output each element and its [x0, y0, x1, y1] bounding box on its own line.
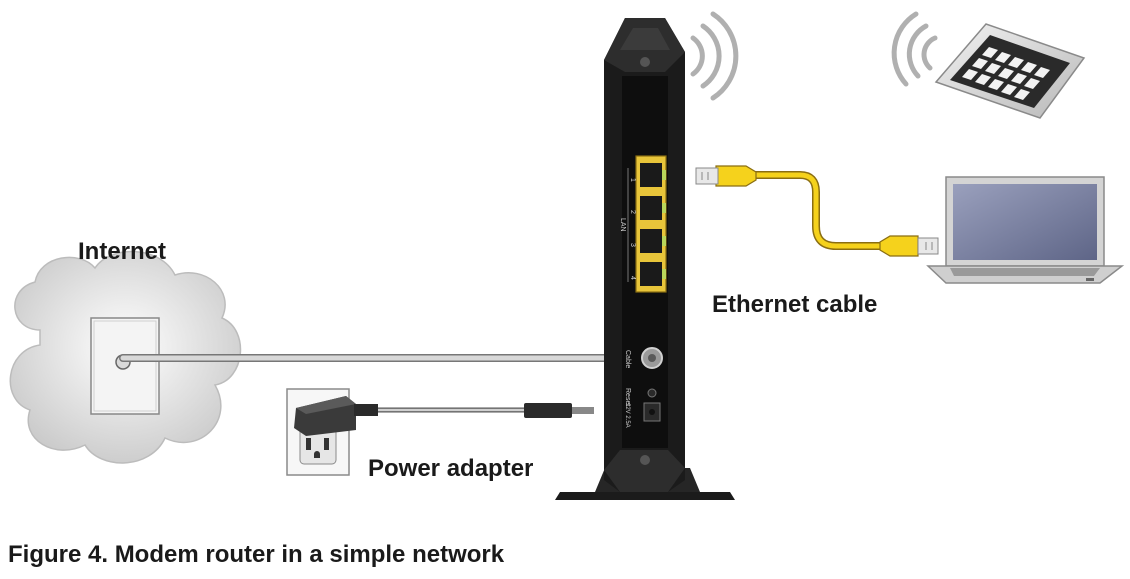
power-port-label: 12V 2.5A	[624, 403, 630, 428]
reset-button	[647, 388, 657, 398]
lan-port-2-label: 2	[629, 210, 636, 214]
ethernet-cable-label: Ethernet cable	[712, 291, 878, 318]
lan-port-1-label: 1	[629, 178, 636, 182]
power-adapter-label: Power adapter	[368, 455, 534, 482]
wall-outlet-plate	[90, 317, 160, 415]
power-cable	[378, 403, 594, 418]
modem-router-icon: 1 2 3 4 LAN Cable Reset 12V 2.5A	[555, 18, 735, 500]
tablet-icon	[934, 23, 1086, 119]
cable-port-label: Cable	[624, 350, 631, 368]
laptop-icon	[926, 176, 1125, 284]
lan-label: LAN	[619, 218, 626, 232]
tablet-wifi-icon	[891, 11, 938, 87]
reset-label: Reset	[624, 388, 631, 406]
figure-caption: Figure 4. Modem router in a simple netwo…	[8, 541, 505, 568]
ethernet-cable	[695, 165, 939, 257]
power-adapter-icon	[294, 396, 378, 436]
cable-port	[641, 347, 663, 369]
router-wifi-icon	[690, 11, 739, 101]
internet-label: Internet	[78, 238, 167, 265]
lan-port-3-label: 3	[629, 243, 636, 247]
lan-port-4-label: 4	[629, 276, 636, 280]
lan-ports	[635, 155, 667, 293]
